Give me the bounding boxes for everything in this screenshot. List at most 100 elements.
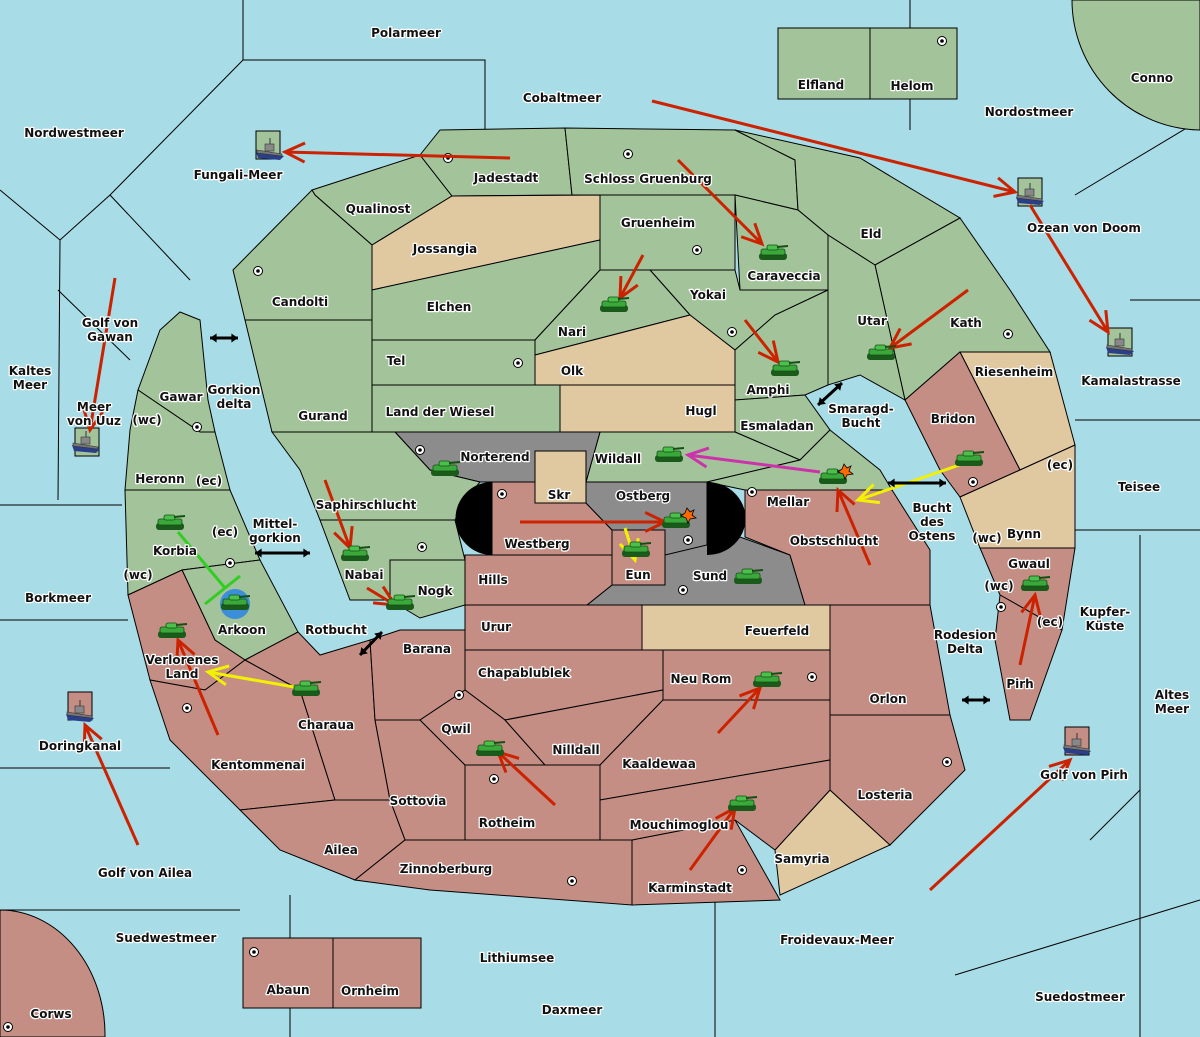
supply-center-icon — [747, 487, 757, 497]
move-order-arrow — [716, 685, 763, 735]
label-line: Kaaldewaa — [622, 757, 696, 771]
label-line: Charaua — [298, 718, 354, 732]
tank-icon[interactable] — [158, 622, 188, 638]
ship-icon[interactable] — [256, 138, 284, 160]
province-jossangia[interactable] — [371, 194, 601, 291]
label-abaun: Abaun — [266, 983, 309, 997]
label-line: Gorkion — [208, 383, 261, 397]
label-nordostmeer: Nordostmeer — [985, 105, 1074, 119]
tank-icon[interactable] — [600, 296, 630, 312]
tank-icon[interactable] — [728, 795, 758, 811]
label-eld: Eld — [861, 227, 882, 241]
tank-icon[interactable] — [734, 568, 764, 584]
label-qualinost: Qualinost — [346, 202, 411, 216]
label-norterend: Norterend — [460, 450, 529, 464]
tank-icon[interactable] — [1021, 575, 1051, 591]
tank-icon[interactable] — [386, 594, 416, 610]
label-korbia: Korbia — [153, 544, 197, 558]
label-line: des — [920, 515, 944, 529]
label-elchen: Elchen — [427, 300, 472, 314]
link-line — [176, 531, 241, 606]
label-nabai: Nabai — [345, 568, 384, 582]
label-line: Gawar — [159, 390, 202, 404]
province-bynn[interactable] — [959, 444, 1076, 549]
tank-icon[interactable] — [655, 446, 685, 462]
tank-icon[interactable] — [867, 344, 897, 360]
province-pirh[interactable] — [994, 594, 1063, 721]
label-line: (wc) — [123, 568, 152, 582]
label-kupfer-k-ste: Kupfer-Küste — [1080, 605, 1130, 633]
label-polarmeer: Polarmeer — [371, 26, 441, 40]
province-gruenheim[interactable] — [599, 194, 736, 271]
tank-icon[interactable] — [622, 541, 652, 557]
label-line: Ornheim — [341, 984, 399, 998]
label-line: Gruenheim — [621, 216, 695, 230]
label-line: Eld — [861, 227, 882, 241]
label-line: Küste — [1086, 619, 1125, 633]
province-corws[interactable] — [0, 909, 106, 1037]
label-saphirschlucht: Saphirschlucht — [316, 498, 417, 512]
label-line: Saphirschlucht — [316, 498, 417, 512]
province-caraveccia[interactable] — [734, 194, 829, 291]
label-tel: Tel — [387, 354, 406, 368]
label-line: Nordwestmeer — [24, 126, 124, 140]
supply-center-icon — [567, 876, 577, 886]
tank-icon[interactable] — [341, 545, 371, 561]
sea-border — [57, 289, 131, 361]
sea-border — [57, 239, 61, 501]
province-mouchimoglou[interactable] — [599, 759, 831, 851]
label-borkmeer: Borkmeer — [25, 591, 91, 605]
label-line: Smaragd- — [828, 402, 893, 416]
label-line: Altes — [1155, 688, 1189, 702]
tank-icon[interactable] — [955, 450, 985, 466]
label-line: Delta — [947, 642, 983, 656]
province-hills[interactable] — [464, 554, 613, 606]
tank-icon[interactable] — [156, 514, 186, 530]
label-froidevaux-meer: Froidevaux-Meer — [780, 933, 894, 947]
label-line: Qwil — [441, 722, 471, 736]
province-ornheim[interactable] — [332, 937, 422, 1009]
supply-center-icon — [225, 558, 235, 568]
tank-icon[interactable] — [292, 680, 322, 696]
tank-icon[interactable] — [759, 244, 789, 260]
label-rotbucht: Rotbucht — [305, 623, 367, 637]
ship-icon[interactable] — [1063, 733, 1091, 755]
ship-icon[interactable] — [1106, 333, 1134, 355]
tank-icon[interactable] — [819, 463, 854, 484]
label-line: Sottovia — [390, 794, 447, 808]
label-line: Rotbucht — [305, 623, 367, 637]
label-line: Orlon — [869, 692, 906, 706]
label-hills: Hills — [478, 573, 508, 587]
label-wildall: Wildall — [595, 452, 641, 466]
tank-icon[interactable] — [431, 460, 461, 476]
label-line: Borkmeer — [25, 591, 91, 605]
supply-center-icon — [807, 672, 817, 682]
move-order-arrow — [175, 636, 220, 736]
tank-icon[interactable] — [476, 740, 506, 756]
label-gawar: Gawar — [159, 390, 202, 404]
label-line: Jossangia — [412, 242, 477, 256]
ship-icon[interactable] — [1016, 183, 1044, 205]
label-schloss-gruenburg: Schloss Gruenburg — [584, 172, 712, 186]
tank-icon[interactable] — [220, 589, 251, 619]
label-line: Riesenheim — [975, 365, 1054, 379]
ship-icon[interactable] — [72, 431, 100, 453]
convoy-order-arrow — [684, 446, 821, 474]
tank-icon[interactable] — [771, 360, 801, 376]
supply-center-icon — [727, 327, 737, 337]
move-order-arrow — [651, 99, 1019, 198]
support-order-arrow — [204, 664, 301, 690]
label-line: (wc) — [984, 579, 1013, 593]
label-line: Froidevaux-Meer — [780, 933, 894, 947]
impassable-west — [455, 482, 492, 555]
province-conno[interactable] — [1071, 0, 1200, 131]
ship-icon[interactable] — [66, 700, 94, 722]
province-helom[interactable] — [869, 27, 958, 100]
tank-icon[interactable] — [662, 507, 697, 528]
supply-center-icon — [192, 422, 202, 432]
tank-icon[interactable] — [753, 671, 783, 687]
label-line: Ozean von Doom — [1027, 221, 1141, 235]
